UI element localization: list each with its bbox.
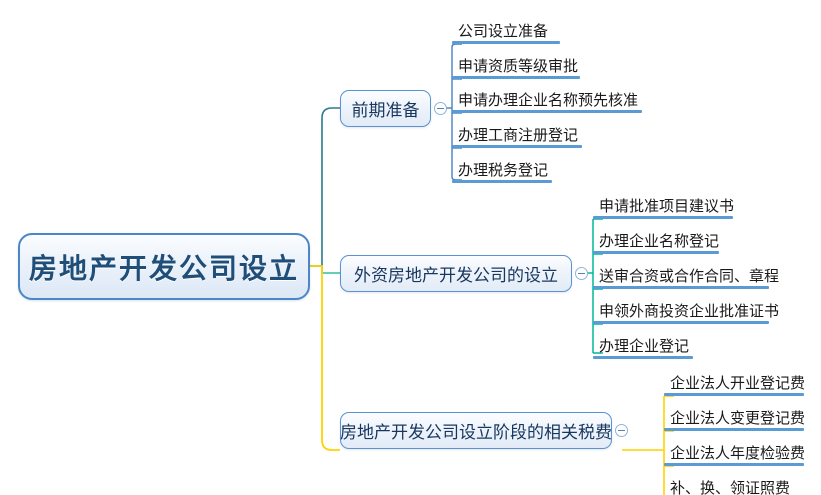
leaf-item-label: 送审合资或合作合同、章程 bbox=[599, 268, 780, 285]
leaf-item-underline bbox=[452, 41, 560, 44]
leaf-item-underline bbox=[664, 428, 804, 431]
leaf-item-underline bbox=[593, 251, 719, 254]
branch-node-label: 外资房地产开发公司的设立 bbox=[354, 266, 558, 285]
leaf-item-label: 办理税务登记 bbox=[458, 162, 549, 179]
leaf-item-underline bbox=[593, 356, 693, 359]
leaf-item-underline bbox=[452, 145, 582, 148]
leaf-item-label: 企业法人年度检验费 bbox=[670, 445, 806, 462]
leaf-item-underline bbox=[452, 110, 642, 113]
leaf-item-label: 企业法人变更登记费 bbox=[670, 410, 806, 427]
leaf-item-underline bbox=[452, 76, 580, 79]
leaf-item-underline bbox=[593, 286, 769, 289]
branch-node-taxes-and-fees[interactable]: 房地产开发公司设立阶段的相关税费 bbox=[340, 412, 612, 449]
leaf-item-label: 补、换、领证照费 bbox=[670, 480, 791, 495]
leaf-item-underline bbox=[593, 321, 769, 324]
root-node-label: 房地产开发公司设立 bbox=[28, 252, 299, 284]
wire-root-to-branch-2 bbox=[310, 265, 340, 451]
wire-root-to-branch-0 bbox=[310, 107, 340, 267]
branch-node-foreign-invested-setup[interactable]: 外资房地产开发公司的设立 bbox=[340, 255, 572, 292]
leaf-item-underline bbox=[452, 180, 552, 183]
leaf-item-underline bbox=[664, 393, 804, 396]
wire-root-to-branch-1 bbox=[310, 265, 340, 274]
leaf-item-label: 办理企业登记 bbox=[599, 338, 690, 355]
leaf-item-label: 公司设立准备 bbox=[458, 23, 549, 40]
leaf-item-label: 申领外商投资企业批准证书 bbox=[599, 303, 780, 320]
branch-node-label: 前期准备 bbox=[351, 101, 420, 120]
leaf-item-label: 办理工商注册登记 bbox=[458, 127, 579, 144]
collapse-minus-icon[interactable] bbox=[575, 267, 588, 280]
leaf-item-underline bbox=[593, 216, 733, 219]
leaf-item-label: 申请办理企业名称预先核准 bbox=[458, 92, 639, 109]
root-node[interactable]: 房地产开发公司设立 bbox=[18, 233, 310, 300]
collapse-minus-icon[interactable] bbox=[615, 424, 628, 437]
leaf-item-label: 申请资质等级审批 bbox=[458, 58, 579, 75]
wire-group-branch-2 bbox=[622, 395, 674, 495]
collapse-minus-icon[interactable] bbox=[434, 102, 447, 115]
leaf-item-label: 申请批准项目建议书 bbox=[599, 198, 735, 215]
branch-node-preliminary-preparation[interactable]: 前期准备 bbox=[340, 90, 431, 127]
leaf-item-label: 企业法人开业登记费 bbox=[670, 375, 806, 392]
branch-node-label: 房地产开发公司设立阶段的相关税费 bbox=[340, 423, 612, 442]
leaf-item-label: 办理企业名称登记 bbox=[599, 233, 720, 250]
leaf-item-underline bbox=[664, 463, 804, 466]
